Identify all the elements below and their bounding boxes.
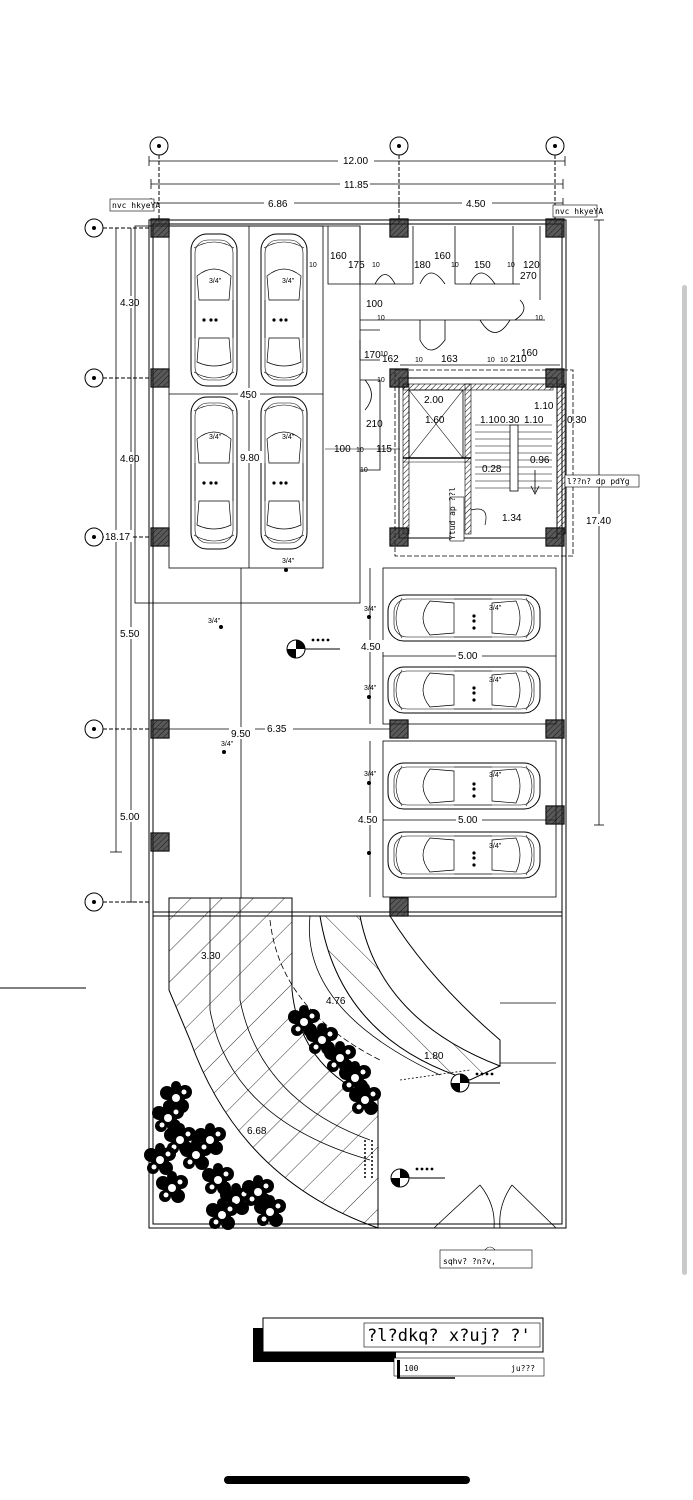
parking-left-block (134, 225, 361, 898)
svg-text:175: 175 (348, 260, 365, 271)
svg-text:100: 100 (366, 299, 383, 310)
scale-label: ju??? (511, 1364, 535, 1373)
dim-parking-980: 9.80 (240, 453, 260, 464)
stair-core (394, 369, 574, 557)
dim-right-span: 4.50 (466, 199, 486, 210)
svg-text:10: 10 (380, 351, 388, 358)
slope-label: 3/4" (489, 677, 502, 684)
stair-tag: l??n? dp pdYg (567, 477, 630, 486)
dim-right-total: 17.40 (586, 516, 611, 527)
svg-text:10: 10 (377, 315, 385, 322)
dim-parking-450: 450 (240, 390, 257, 401)
svg-text:115: 115 (376, 444, 392, 455)
svg-text:10: 10 (451, 262, 459, 269)
ramp-dim-330: 3.30 (201, 951, 221, 962)
entrance-doors (433, 1184, 557, 1229)
slope-label: 3/4" (364, 771, 377, 778)
slope-label: 3/4" (282, 558, 295, 565)
slope-label: 3/4" (489, 605, 502, 612)
dim-left-total: 18.17 (105, 532, 130, 543)
service-rooms (327, 226, 560, 471)
ramp-dim-476: 4.76 (326, 996, 346, 1007)
svg-text:10: 10 (500, 357, 508, 364)
slope-label: 3/4" (282, 434, 295, 441)
dim-left-2: 4.60 (120, 454, 140, 465)
dim-bay-depth: 4.50 (361, 642, 381, 653)
title-text: ?l?dkq? x?uj? ?' (367, 1326, 531, 1346)
svg-text:10: 10 (309, 262, 317, 269)
dim-left-4: 5.00 (120, 812, 140, 823)
stair-dim-200: 2.00 (424, 395, 444, 406)
level-marker (450, 1072, 500, 1093)
svg-text:270: 270 (520, 271, 537, 282)
dimension-lines-left (110, 228, 136, 903)
stair-dim-030a: 0.30 (500, 415, 520, 426)
dim-overall-inner: 11.85 (344, 180, 369, 191)
stair-dim-028: 0.28 (482, 464, 502, 475)
svg-text:10: 10 (415, 357, 423, 364)
dim-car-length-2: 5.00 (458, 815, 478, 826)
dim-car-length: 5.00 (458, 651, 478, 662)
ramp-dim-668: 6.68 (247, 1126, 267, 1137)
dim-span-635: 6.35 (267, 724, 287, 735)
grid-axis-left (84, 218, 150, 912)
svg-text:160: 160 (521, 348, 538, 359)
home-indicator[interactable] (224, 1476, 470, 1484)
level-marker (286, 638, 340, 659)
svg-text:150: 150 (474, 260, 491, 271)
dim-span-950: 9.50 (231, 729, 251, 740)
svg-text:100: 100 (334, 444, 351, 455)
svg-text:180: 180 (414, 260, 431, 271)
svg-text:10: 10 (535, 315, 543, 322)
stair-dim-160: 1.60 (425, 415, 445, 426)
dim-left-span: 6.86 (268, 199, 288, 210)
axis-tag-left: nvc hkyeYA (112, 201, 160, 210)
svg-text:10: 10 (487, 357, 495, 364)
svg-text:10: 10 (377, 377, 385, 384)
svg-text:160: 160 (330, 251, 347, 262)
svg-text:10: 10 (356, 447, 364, 454)
svg-text:210: 210 (510, 354, 527, 365)
dim-left-3: 5.50 (120, 629, 140, 640)
slope-label: 3/4" (364, 606, 377, 613)
stair-dim-134: 1.34 (502, 513, 522, 524)
dim-left-1: 4.30 (120, 298, 140, 309)
svg-text:170: 170 (364, 350, 381, 361)
stair-dim-030b: 0.30 (567, 415, 587, 426)
slope-label: 3/4" (209, 278, 222, 285)
title-block (253, 1317, 545, 1379)
svg-text:160: 160 (434, 251, 451, 262)
level-marker (390, 1167, 445, 1188)
stair-dim-110b: 1.10 (524, 415, 544, 426)
svg-text:10: 10 (507, 262, 515, 269)
svg-text:210: 210 (366, 419, 383, 430)
svg-text:10: 10 (360, 467, 368, 474)
slope-label: 3/4" (282, 278, 295, 285)
entrance-label: sqhv? ?n?v, (443, 1257, 496, 1266)
slope-label: 3/4" (489, 843, 502, 850)
svg-text:10: 10 (372, 262, 380, 269)
stair-dim-096: 0.96 (530, 455, 550, 466)
ramp (168, 897, 556, 1229)
stair-dim-110a: 1.10 (480, 415, 500, 426)
stair-dim-110c: 1.10 (534, 401, 554, 412)
slope-label: 3/4" (209, 434, 222, 441)
svg-text:163: 163 (441, 354, 458, 365)
axis-tag-right: nvc hkyeYA (555, 207, 603, 216)
stair-note: Ytud ap ??l (448, 487, 457, 540)
vertical-scrollbar[interactable] (682, 285, 687, 1275)
slope-label: 3/4" (208, 618, 221, 625)
slope-label: 3/4" (364, 685, 377, 692)
dim-overall-outer: 12.00 (343, 156, 368, 167)
svg-text:162: 162 (382, 354, 399, 365)
slope-label: 3/4" (221, 741, 234, 748)
scale-value: 100 (404, 1364, 419, 1373)
dim-bay-depth-2: 4.50 (358, 815, 378, 826)
svg-text:120: 120 (523, 260, 540, 271)
slope-label: 3/4" (489, 772, 502, 779)
room-dimension-texts: 160 175 180 160 150 120 270 10 10 10 10 … (309, 251, 543, 474)
ramp-dim-180: 1.80 (424, 1051, 444, 1062)
